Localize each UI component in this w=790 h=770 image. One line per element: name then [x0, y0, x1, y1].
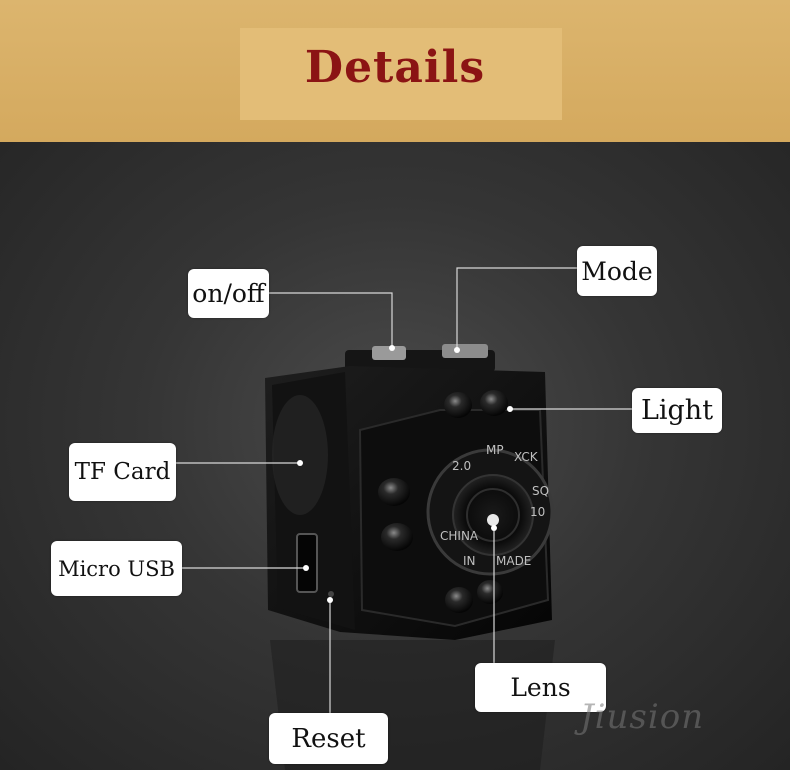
lens-label: Lens — [475, 663, 606, 712]
lens-ring-text: MP XCK SQ 10 MADE IN CHINA 2.0 — [440, 443, 553, 568]
power-button — [372, 346, 406, 360]
light-label: Light — [632, 388, 722, 433]
micro-usb-label: Micro USB — [51, 541, 182, 596]
tf-card-label: TF Card — [69, 443, 176, 501]
header-banner — [0, 0, 790, 142]
brand-watermark: Jiusion — [580, 697, 705, 737]
micro-usb-port — [296, 533, 318, 593]
on-off-label: on/off — [188, 269, 269, 318]
reset-hole — [328, 591, 334, 597]
header-highlight — [240, 28, 562, 120]
mode-button — [442, 344, 488, 358]
lens-center — [487, 514, 499, 526]
leader-lines — [176, 267, 632, 713]
page-title: Details — [304, 42, 486, 93]
reset-label: Reset — [269, 713, 388, 764]
mode-label: Mode — [577, 246, 657, 296]
tf-card-slot-area — [272, 395, 328, 515]
